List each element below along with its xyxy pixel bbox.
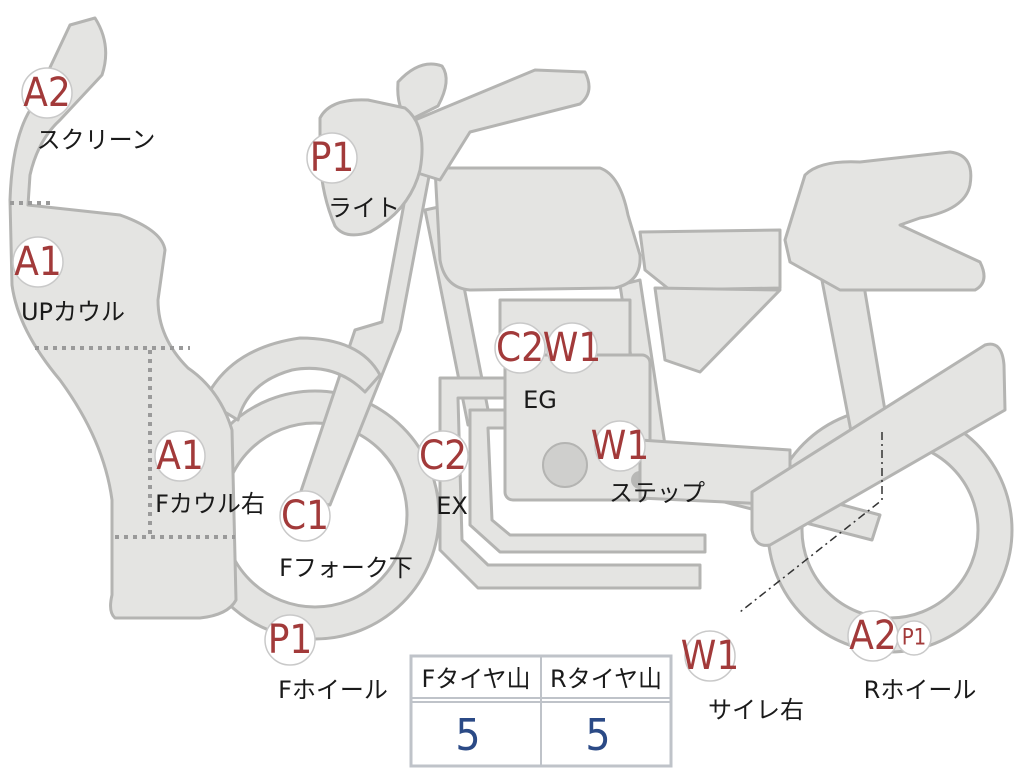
handlebar [406,68,591,182]
table-header-rear: Rタイヤ山 [550,665,662,693]
badge-muffler-right: W1 [681,630,739,682]
badge-f-fork-lower-code: C1 [281,493,329,539]
badge-eg-w-code: W1 [543,325,601,371]
badge-r-wheel-p: P1 [896,620,932,656]
badge-screen-code: A2 [23,70,71,116]
badge-light-code: P1 [310,135,355,181]
badge-r-wheel-a: A2 [847,610,899,662]
badge-step: W1 [591,420,649,472]
badge-f-cowl-right-code: A1 [156,433,204,479]
fuel-tank [433,166,642,292]
tire-tread-table: Fタイヤ山 Rタイヤ山 5 5 [409,654,673,768]
label-f-fork-lower: Fフォーク下 [279,554,413,582]
badge-eg-c-code: C2 [496,325,544,371]
side-cover [638,228,782,292]
label-muffler-right: サイレ右 [708,696,804,724]
badge-f-fork-lower: C1 [279,490,331,542]
label-screen: スクリーン [37,126,156,154]
label-f-cowl-right: Fカウル右 [155,490,265,518]
muffler [750,342,1007,547]
badge-ex-code: C2 [419,433,467,479]
badge-f-cowl-right: A1 [154,430,206,482]
muffler-leader-line [739,432,883,613]
badge-up-cowl-code: A1 [14,239,62,285]
label-light: ライト [328,194,400,222]
badge-f-wheel-code: P1 [268,617,313,663]
label-eg: EG [523,386,557,414]
side-cover-lower [653,286,782,374]
badge-muffler-right-code: W1 [681,633,739,679]
label-ex: EX [436,492,468,520]
front-fender [203,336,382,422]
badge-r-wheel-p-code: P1 [902,626,927,651]
badge-eg-c: C2 [494,322,546,374]
badge-step-code: W1 [591,423,649,469]
badge-screen: A2 [21,67,73,119]
table-value-rear: 5 [585,710,610,761]
badge-up-cowl: A1 [12,236,64,288]
seat [783,150,986,292]
badge-light: P1 [306,132,358,184]
table-value-front: 5 [455,710,480,761]
label-up-cowl: UPカウル [21,298,125,326]
badge-eg-w: W1 [543,322,601,374]
badge-ex: C2 [417,430,469,482]
table-header-front: Fタイヤ山 [421,665,530,693]
headlight [318,98,424,237]
badge-f-wheel: P1 [264,614,316,666]
badge-r-wheel-a-code: A2 [849,613,897,659]
label-r-wheel: Rホイール [864,676,977,704]
label-step: ステップ [609,479,705,507]
label-f-wheel: Fホイール [278,676,388,704]
